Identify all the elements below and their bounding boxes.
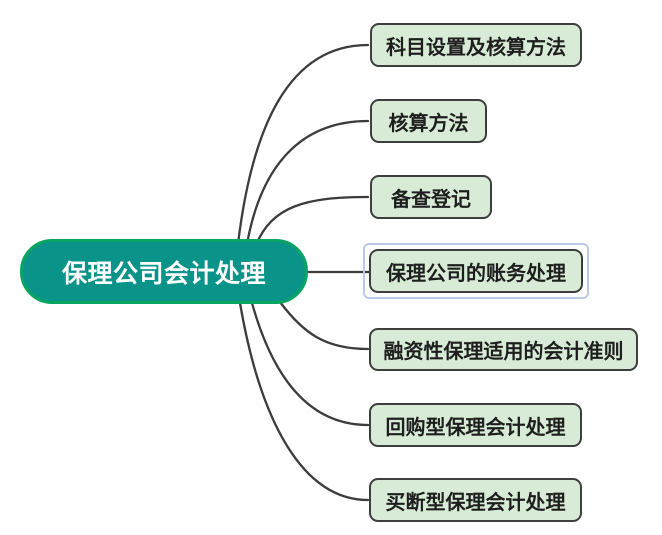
branch-node-financing-factoring-standards[interactable]: 融资性保理适用的会计准则: [369, 328, 638, 371]
connector-branch-7: [238, 301, 370, 502]
branch-node-memo-register[interactable]: 备查登记: [370, 175, 492, 219]
connector-branch-6: [250, 301, 370, 427]
branch-node-factoring-bookkeeping-selected[interactable]: 保理公司的账务处理: [369, 249, 583, 293]
connector-branch-1: [236, 43, 370, 246]
connector-branch-2: [245, 119, 370, 246]
connector-branch-3: [254, 195, 370, 247]
central-topic-node[interactable]: 保理公司会计处理: [20, 239, 308, 304]
selection-outline: 保理公司的账务处理: [363, 243, 589, 299]
branch-node-repurchase-factoring[interactable]: 回购型保理会计处理: [369, 403, 582, 447]
branch-node-subject-setup[interactable]: 科目设置及核算方法: [370, 23, 582, 67]
branch-node-accounting-method[interactable]: 核算方法: [370, 99, 487, 143]
connector-branch-5: [278, 300, 370, 351]
branch-node-buyout-factoring[interactable]: 买断型保理会计处理: [369, 478, 582, 522]
